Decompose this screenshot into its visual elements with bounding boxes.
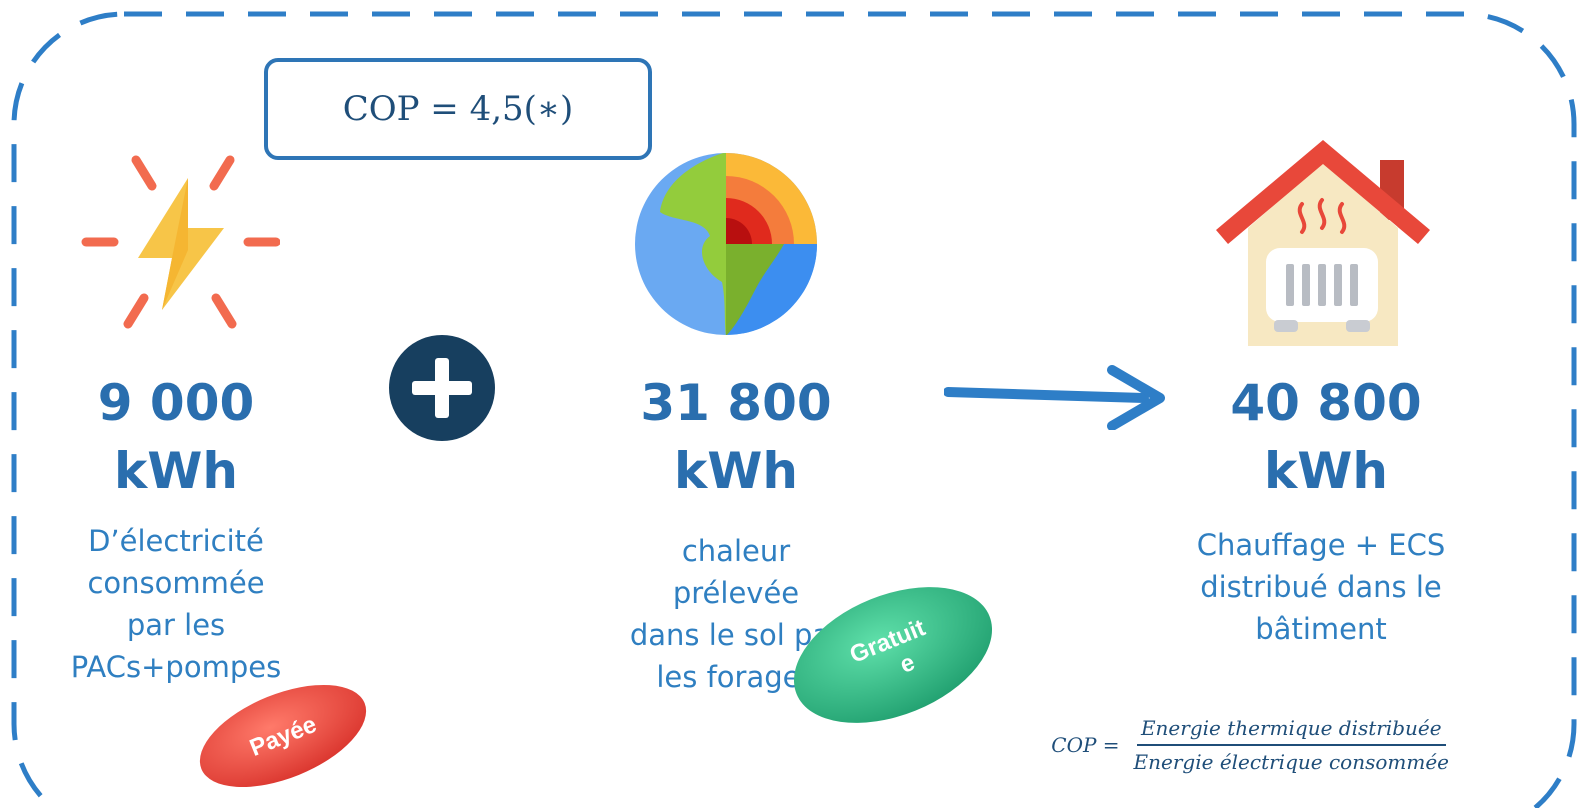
cop-formula: COP = Energie thermique distribuée Energ… <box>1051 716 1453 774</box>
ground-desc-line: prélevée <box>672 576 800 610</box>
plus-icon <box>389 335 495 441</box>
building-desc-line: Chauffage + ECS <box>1196 528 1446 562</box>
ground-heat-unit: kWh <box>674 442 798 500</box>
electricity-desc-line: consommée <box>87 566 265 600</box>
earth-core-icon <box>635 153 817 335</box>
cop-value-text: COP = 4,5(∗) <box>342 89 574 129</box>
electricity-description: D’électricité consommée par les PACs+pom… <box>36 520 316 688</box>
cop-denominator: Energie électrique consommée <box>1133 750 1449 774</box>
lightning-icon <box>81 155 280 329</box>
electricity-unit: kWh <box>114 442 238 500</box>
gratuite-badge: Gratuit e <box>793 587 993 723</box>
payee-badge: Payée <box>199 684 367 788</box>
cop-value-box: COP = 4,5(∗) <box>264 58 652 160</box>
building-heat-unit: kWh <box>1264 442 1388 500</box>
heated-house-icon <box>1216 140 1430 346</box>
electricity-desc-line: PACs+pompes <box>70 650 282 684</box>
arrow-right-icon <box>944 365 1165 430</box>
building-desc-line: distribué dans le <box>1200 570 1442 604</box>
ground-desc-line: chaleur <box>681 534 791 568</box>
ground-desc-line: les forages <box>656 660 816 694</box>
cop-formula-lhs: COP = <box>1051 733 1120 757</box>
building-desc-line: bâtiment <box>1255 612 1387 646</box>
building-heat-value: 40 800 <box>1230 374 1422 432</box>
ground-heat-description: chaleur prélevée dans le sol par les for… <box>596 530 876 698</box>
building-heat-description: Chauffage + ECS distribué dans le bâtime… <box>1166 524 1476 650</box>
cop-fraction: Energie thermique distribuée Energie éle… <box>1130 716 1453 774</box>
ground-heat-value: 31 800 <box>640 374 832 432</box>
electricity-desc-line: par les <box>126 608 226 642</box>
cop-numerator: Energie thermique distribuée <box>1136 716 1446 746</box>
electricity-value: 9 000 <box>97 374 255 432</box>
electricity-desc-line: D’électricité <box>88 524 264 558</box>
